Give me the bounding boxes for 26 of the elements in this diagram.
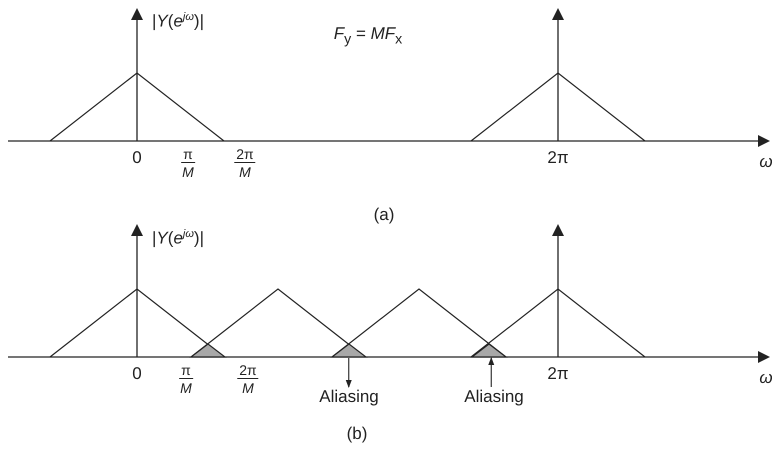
aliasing-label: Aliasing [464,388,524,405]
formula-label: F$_{y}$ = MF$_{x}$ [334,25,402,47]
tick-label: π [181,147,195,163]
tick-label: M [242,381,254,395]
leader-arrow [346,358,352,388]
tick-label: 0 [132,365,142,382]
leader-arrow [488,357,494,387]
axis-label: |Y(e$^{jω}$)| [152,229,204,247]
tick-label: M [239,165,251,179]
tick-label: M [182,165,194,179]
panel-label: (b) [346,425,368,442]
tick-label: π [179,363,193,379]
axis-label: ω [759,369,772,386]
axis-label: ω [759,153,772,170]
tick-label: 0 [132,149,142,166]
aliasing-region [190,343,224,357]
axis-label: |Y(e$^{jω}$)| [152,12,204,30]
tick-label: 2π [547,365,569,382]
tick-label: 2π [234,147,256,163]
tick-label: 2π [237,363,259,379]
aliasing-label: Aliasing [319,388,379,405]
aliasing-region [332,343,366,357]
tick-label: 2π [547,149,569,166]
tick-label: M [180,381,192,395]
panel-label: (a) [374,206,394,223]
aliasing-region [472,343,506,357]
